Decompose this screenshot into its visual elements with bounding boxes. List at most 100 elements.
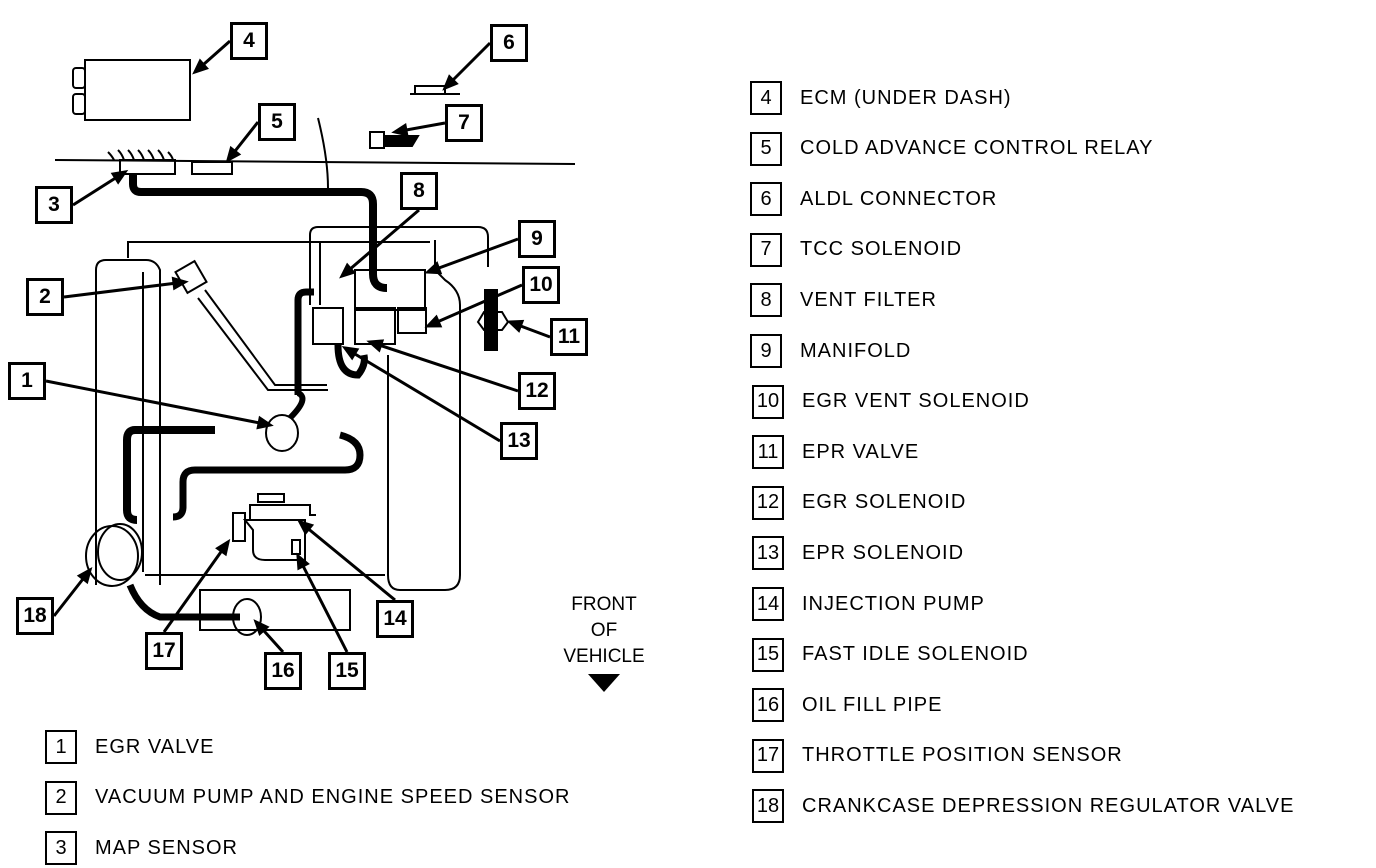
legend-item: 4 ECM (UNDER DASH) — [750, 79, 1012, 117]
callout-17: 17 — [145, 632, 183, 670]
arrowhead-2 — [171, 276, 189, 291]
callout-10: 10 — [522, 266, 560, 304]
legend-label: OIL FILL PIPE — [802, 693, 943, 716]
arrowhead-4 — [192, 58, 209, 75]
arrowhead-12 — [366, 339, 385, 353]
relay — [191, 161, 233, 175]
legend-label: FAST IDLE SOLENOID — [802, 643, 1029, 666]
callout-6: 6 — [490, 24, 528, 62]
legend-item: 2 VACUUM PUMP AND ENGINE SPEED SENSOR — [45, 779, 570, 817]
leader-17 — [162, 541, 230, 633]
legend-number: 7 — [750, 232, 782, 267]
arrowhead-9 — [424, 261, 443, 275]
leader-8 — [341, 208, 420, 278]
legend-number: 3 — [45, 831, 77, 865]
legend-item: 17 THROTTLE POSITION SENSOR — [752, 737, 1123, 775]
leader-12 — [369, 340, 519, 393]
legend-number: 9 — [750, 334, 782, 368]
legend-label: EPR SOLENOID — [802, 541, 965, 564]
callout-15: 15 — [328, 652, 366, 690]
legend-label: ALDL CONNECTOR — [800, 187, 998, 210]
callout-18: 18 — [16, 597, 54, 635]
front-of-vehicle-indicator: FRONT OF VEHICLE — [548, 592, 660, 702]
leader-10 — [427, 283, 523, 328]
arrowhead-7 — [391, 122, 409, 137]
callout-3: 3 — [35, 186, 73, 224]
legend-label: VACUUM PUMP AND ENGINE SPEED SENSOR — [95, 786, 571, 808]
callout-4: 4 — [230, 22, 268, 60]
legend-item: 6 ALDL CONNECTOR — [750, 180, 997, 218]
legend-label: EGR VALVE — [95, 735, 215, 758]
callout-12: 12 — [518, 372, 556, 410]
arrowhead-3 — [110, 169, 129, 185]
callout-5: 5 — [258, 103, 296, 141]
legend-number: 4 — [750, 81, 782, 115]
legend-number: 12 — [752, 485, 784, 520]
leader-1 — [45, 379, 271, 427]
legend-item: 3 MAP SENSOR — [45, 829, 238, 867]
legend-number: 6 — [750, 182, 782, 217]
legend-item: 12 EGR SOLENOID — [752, 484, 966, 522]
of-label: OF — [590, 620, 618, 641]
legend-number: 2 — [45, 780, 77, 815]
arrowhead-10 — [424, 314, 443, 328]
leader-9 — [427, 237, 519, 274]
aldl-connector — [410, 85, 460, 95]
arrowhead-11 — [506, 319, 525, 333]
vacuum-pump — [174, 259, 208, 295]
leader-13 — [344, 346, 501, 443]
callout-8: 8 — [400, 172, 438, 210]
legend-number: 17 — [752, 738, 784, 773]
arrowhead-16 — [253, 619, 270, 636]
legend-label: COLD ADVANCE CONTROL RELAY — [800, 137, 1154, 160]
oil-fill-pipe — [232, 598, 262, 636]
vehicle-label: VEHICLE — [563, 646, 645, 667]
legend-label: VENT FILTER — [800, 288, 937, 311]
legend-label: EGR SOLENOID — [802, 491, 967, 514]
legend-label: EGR VENT SOLENOID — [802, 390, 1030, 413]
egr-valve — [265, 414, 299, 452]
callout-1: 1 — [8, 362, 46, 400]
arrowhead-18 — [76, 566, 93, 585]
legend-item: 16 OIL FILL PIPE — [752, 686, 942, 724]
manifold — [354, 269, 426, 311]
callout-13: 13 — [500, 422, 538, 460]
callout-14: 14 — [376, 600, 414, 638]
legend-number: 11 — [752, 435, 784, 470]
leader-15 — [296, 555, 349, 653]
arrowhead-1 — [256, 415, 274, 430]
arrowhead-8 — [339, 262, 357, 279]
legend-number: 18 — [752, 789, 784, 824]
front-label: FRONT — [571, 594, 637, 615]
callout-2: 2 — [26, 278, 64, 316]
legend-item: 9 MANIFOLD — [750, 332, 911, 370]
callout-9: 9 — [518, 220, 556, 258]
arrowhead-15 — [296, 552, 310, 571]
legend-label: THROTTLE POSITION SENSOR — [802, 744, 1123, 767]
arrow-down-icon — [588, 674, 620, 692]
map-sensor — [119, 159, 176, 175]
legend-label: MAP SENSOR — [95, 836, 238, 859]
arrowhead-13 — [341, 346, 360, 361]
arrowhead-14 — [297, 519, 315, 536]
legend-label: MANIFOLD — [800, 339, 912, 362]
arrowhead-17 — [215, 538, 231, 557]
ecm — [84, 59, 191, 121]
leader-2 — [63, 280, 186, 299]
leader-14 — [299, 520, 396, 602]
callout-16: 16 — [264, 652, 302, 690]
legend-label: ECM (UNDER DASH) — [800, 86, 1012, 109]
legend-number: 16 — [752, 688, 784, 723]
arrowhead-5 — [225, 145, 242, 164]
callout-7: 7 — [445, 104, 483, 142]
